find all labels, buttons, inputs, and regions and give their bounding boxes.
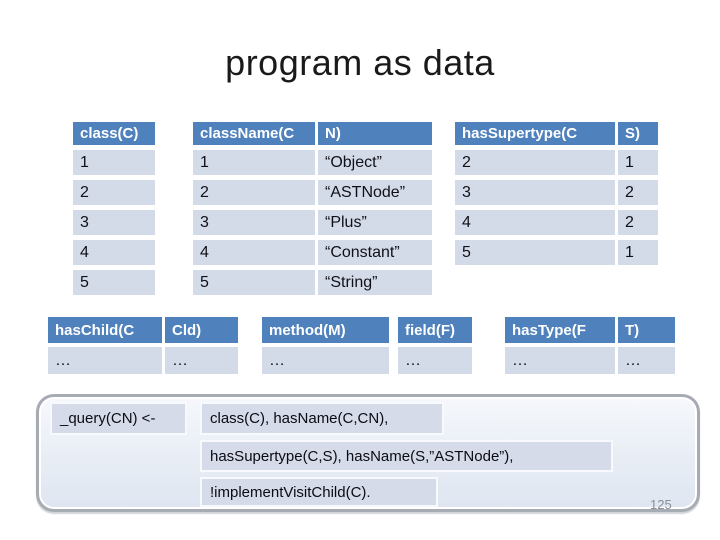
table-cell: …	[165, 347, 238, 374]
column-header: className(C	[193, 122, 315, 145]
column-header: hasChild(C	[48, 317, 162, 343]
table-hassupertype: hasSupertype(C S) 2 1 3 2 4 2 5 1	[455, 122, 658, 265]
table-cell: …	[505, 347, 615, 374]
table-cell: 2	[618, 180, 658, 205]
table-cell: 5	[73, 270, 155, 295]
column-header: T)	[618, 317, 675, 343]
slide-title: program as data	[225, 42, 495, 83]
table-cell: 5	[455, 240, 615, 265]
table-hastype: hasType(F T) … …	[505, 317, 675, 374]
table-cell: 1	[618, 240, 658, 265]
column-header: field(F)	[398, 317, 472, 343]
table-field: field(F) …	[398, 317, 472, 374]
table-cell: “String”	[318, 270, 432, 295]
table-cell: 4	[73, 240, 155, 265]
table-cell: 1	[618, 150, 658, 175]
table-cell: 3	[73, 210, 155, 235]
table-cell: 2	[73, 180, 155, 205]
query-line-3: !implementVisitChild(C).	[200, 477, 438, 507]
table-haschild: hasChild(C Cld) … …	[48, 317, 238, 374]
table-cell: 4	[455, 210, 615, 235]
page-number: 125	[650, 497, 672, 512]
table-cell: 1	[193, 150, 315, 175]
column-header: method(M)	[262, 317, 389, 343]
query-head: _query(CN) <-	[50, 402, 187, 435]
column-header: Cld)	[165, 317, 238, 343]
table-cell: “Constant”	[318, 240, 432, 265]
table-cell: “ASTNode”	[318, 180, 432, 205]
table-classname: className(C N) 1 “Object” 2 “ASTNode” 3 …	[193, 122, 432, 295]
table-cell: 2	[455, 150, 615, 175]
table-cell: 2	[193, 180, 315, 205]
column-header: S)	[618, 122, 658, 145]
table-cell: …	[48, 347, 162, 374]
table-cell: 4	[193, 240, 315, 265]
table-cell: 1	[73, 150, 155, 175]
table-cell: …	[618, 347, 675, 374]
column-header: hasType(F	[505, 317, 615, 343]
table-cell: …	[262, 347, 389, 374]
table-cell: 2	[618, 210, 658, 235]
table-cell: 3	[455, 180, 615, 205]
column-header: hasSupertype(C	[455, 122, 615, 145]
table-cell: 5	[193, 270, 315, 295]
table-cell: 3	[193, 210, 315, 235]
table-class: class(C) 1 2 3 4 5	[73, 122, 155, 295]
table-cell: “Plus”	[318, 210, 432, 235]
query-line-2: hasSupertype(C,S), hasName(S,”ASTNode”),	[200, 440, 613, 472]
column-header: N)	[318, 122, 432, 145]
column-header: class(C)	[73, 122, 155, 145]
table-cell: …	[398, 347, 472, 374]
table-cell: “Object”	[318, 150, 432, 175]
query-line-1: class(C), hasName(C,CN),	[200, 402, 444, 435]
table-method: method(M) …	[262, 317, 389, 374]
